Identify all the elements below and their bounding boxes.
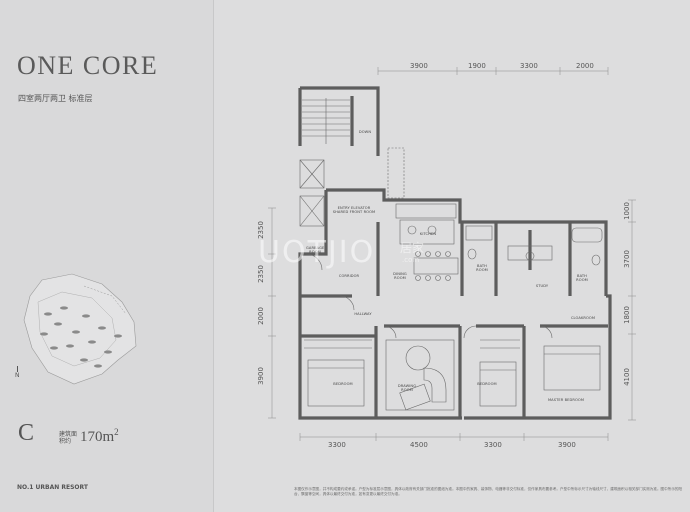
dim-top-2: 1900 [468,62,486,70]
legal-disclaimer: 本图仅作示意图，并不构成要约或承诺。户型为标准层示意图，具体以政府有关部门批准的… [294,487,683,497]
dim-right-3: 1800 [622,306,631,324]
dim-bottom-3: 3300 [484,441,502,449]
room-kitchen: KITCHEN [419,232,437,236]
north-compass: N [15,366,20,379]
info-panel: ONE CORE 四室两厅两卫 标准层 N C 建筑面积约 170m2 NO.1… [0,0,214,512]
dim-top-4: 2000 [576,62,594,70]
dim-right-1: 1000 [622,202,631,220]
project-name: NO.1 URBAN RESORT [17,484,88,491]
room-garbage: GARBAGE ROOM [306,246,325,254]
dim-bottom-1: 3300 [328,441,346,449]
room-bedroom-1: BEDROOM [333,382,353,386]
room-bath-1: BATH ROOM [476,264,488,272]
dim-left-4: 3900 [256,367,265,385]
site-plan-map [23,273,137,385]
dim-top-1: 3900 [410,62,428,70]
dim-right-4: 4100 [622,368,631,386]
room-cloakroom: CLOAKROOM [570,316,596,320]
room-bedroom-2: BEDROOM [477,382,497,386]
room-dining: DINING ROOM [393,272,407,280]
walls [298,86,612,420]
room-bath-2: BATH ROOM [576,274,588,282]
stair-down-label: DOWN [358,130,372,134]
brand-title: ONE CORE [17,51,159,80]
area-value: 170m2 [80,427,119,445]
room-study: STUDY [535,284,549,288]
dim-top-3: 3300 [520,62,538,70]
room-elevator-hall: ENTRY ELEVATOR SHARED FRONT ROOM [332,206,376,214]
details [299,98,603,411]
room-living: DRAWING ROOM [397,384,417,392]
dim-bottom-2: 4500 [410,441,428,449]
stair-steps [302,98,350,144]
dim-right-2: 3700 [622,250,631,268]
unit-type-letter: C [18,420,35,446]
watermark-domain: .com [402,256,420,264]
dim-left-3: 2000 [256,307,265,325]
room-master-bedroom: MASTER BEDROOM [547,398,585,402]
watermark-logo: UOTJIO [258,235,376,270]
area-label: 建筑面积约 [59,431,78,445]
watermark-cn: 居家 [400,241,425,255]
building-markers [40,306,122,368]
layout-subtitle: 四室两厅两卫 标准层 [18,94,93,103]
room-corridor: CORRIDOR [338,274,360,278]
dim-bottom-4: 3900 [558,441,576,449]
room-hallway: HALLWAY [354,312,372,316]
